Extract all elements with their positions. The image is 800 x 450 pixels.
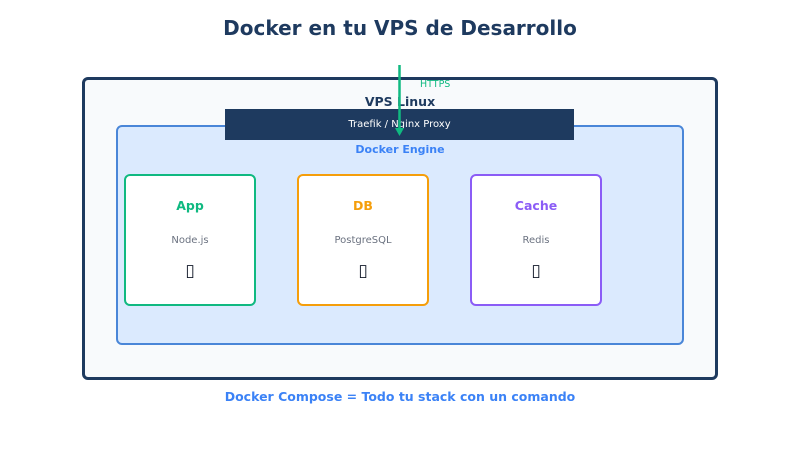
- package-icon: ▯: [531, 261, 541, 281]
- package-icon: ▯: [358, 261, 368, 281]
- container-card-cache: Cache Redis ▯: [470, 174, 602, 306]
- container-name: DB: [353, 198, 373, 213]
- container-tech: Node.js: [171, 235, 209, 246]
- footer-caption: Docker Compose = Todo tu stack con un co…: [224, 389, 576, 404]
- docker-engine-label: Docker Engine: [355, 143, 445, 156]
- container-name: Cache: [514, 198, 558, 213]
- container-tech: PostgreSQL: [334, 235, 392, 246]
- container-name: App: [176, 198, 204, 213]
- package-icon: ▯: [185, 261, 195, 281]
- container-card-app: App Node.js ▯: [124, 174, 256, 306]
- container-tech: Redis: [522, 235, 550, 246]
- diagram-title: Docker en tu VPS de Desarrollo: [223, 16, 577, 40]
- container-card-db: DB PostgreSQL ▯: [297, 174, 429, 306]
- https-label: HTTPS: [420, 79, 451, 90]
- https-arrow-head: [395, 128, 404, 136]
